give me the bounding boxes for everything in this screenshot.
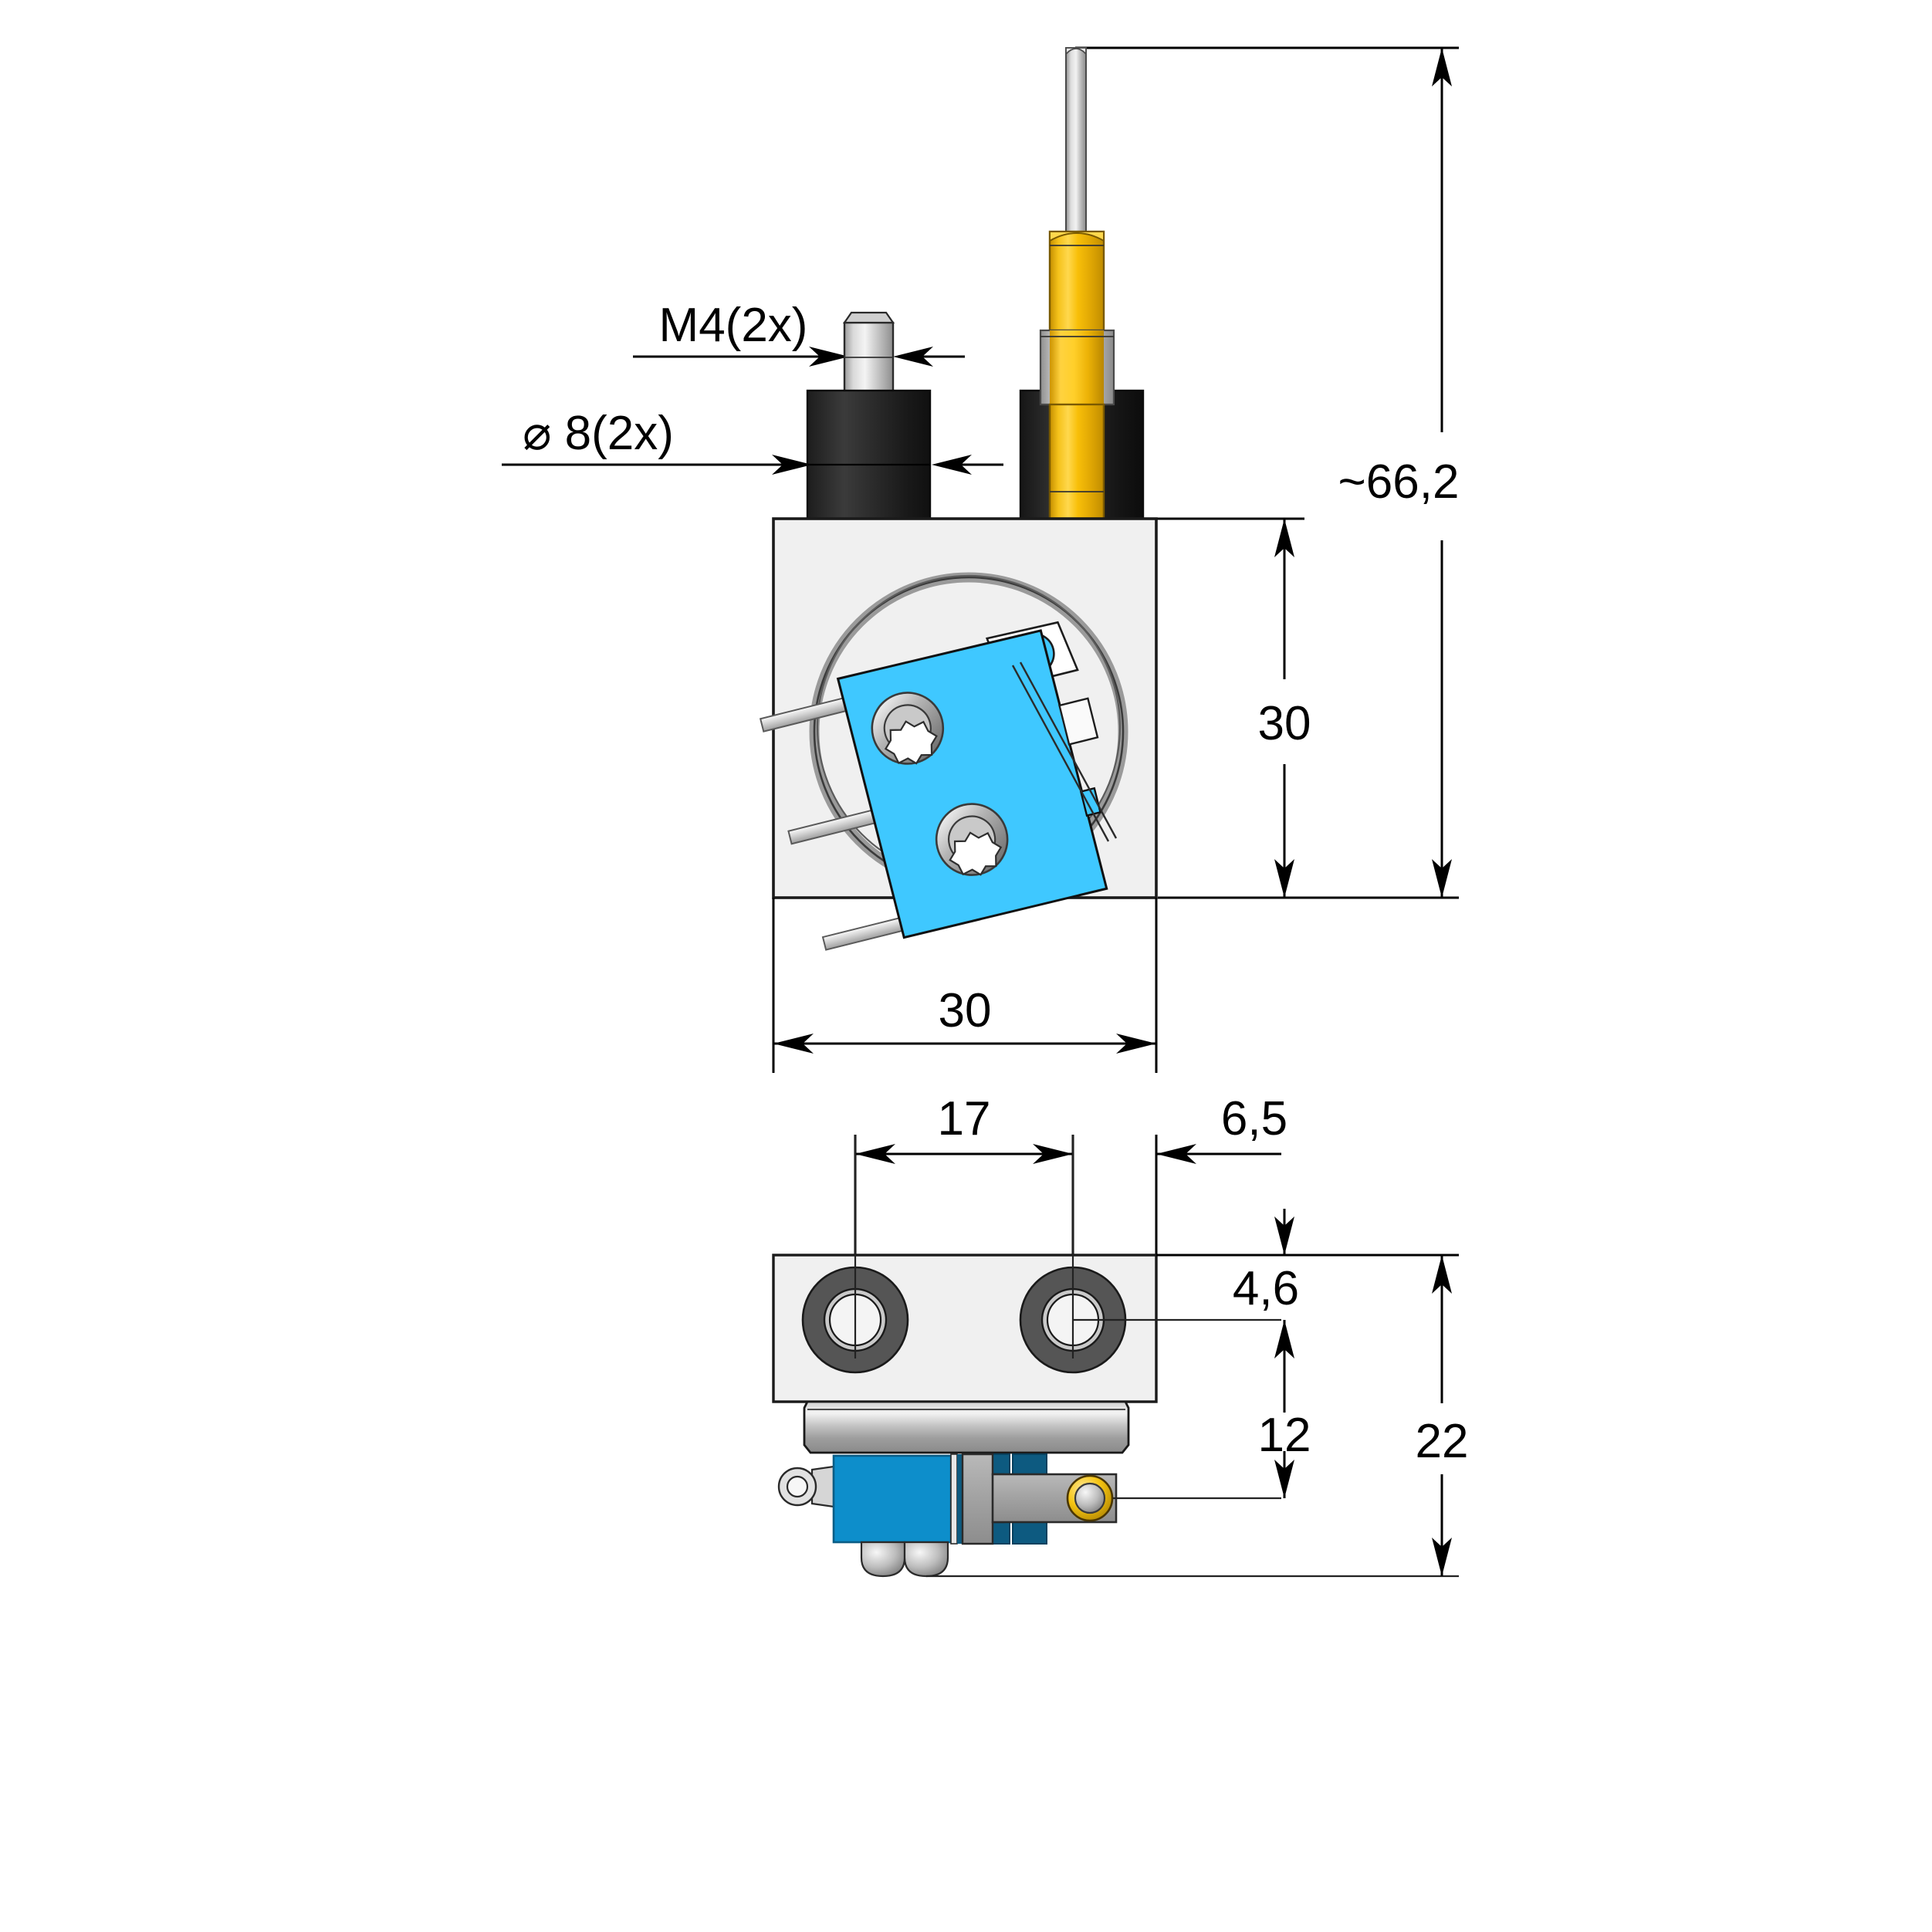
dimension-label-m4: M4(2x) xyxy=(659,299,808,352)
torx-screw-upper xyxy=(871,692,945,765)
dimension-diameter-8: ⌀ 8(2x) xyxy=(502,407,1003,475)
dimension-label-total-thickness: 22 xyxy=(1416,1415,1469,1468)
lever-wire-front xyxy=(1011,661,1118,842)
dimension-hole-depth: 4,6 xyxy=(1220,1209,1306,1358)
dimension-label-block-thickness: 12 xyxy=(1258,1409,1311,1462)
front-view-group: ~66,2 30 M4(2x) xyxy=(502,46,1460,1073)
dimension-plunger-height: 30 xyxy=(1081,517,1311,899)
microswitch-front xyxy=(759,621,1108,951)
lever-roller-gold xyxy=(1066,1474,1114,1522)
microswitch-plan xyxy=(777,1453,1118,1578)
dimension-label-overall-height: ~66,2 xyxy=(1338,455,1460,509)
dimension-label-hole-depth: 4,6 xyxy=(1233,1262,1299,1315)
dimension-body-width: 30 xyxy=(772,898,1158,1073)
terminal-blades xyxy=(759,695,915,951)
bushing-left xyxy=(806,389,932,522)
switch-body-blue xyxy=(832,1454,952,1544)
switch-eyelet-tab xyxy=(777,1465,835,1508)
dimension-label-dia8: ⌀ 8(2x) xyxy=(523,407,674,460)
dimension-label-edge-offset: 6,5 xyxy=(1221,1092,1287,1145)
dimension-m4-thread: M4(2x) xyxy=(633,299,965,367)
switch-actuator-nub xyxy=(1058,697,1099,746)
dimension-total-thickness: 22 xyxy=(1416,1255,1469,1576)
dimension-label-body-width: 30 xyxy=(939,984,992,1037)
torx-screw-lower xyxy=(935,803,1009,876)
dimension-block-thickness: 12 xyxy=(1258,1320,1311,1498)
dimension-label-plunger-height: 30 xyxy=(1258,697,1311,750)
switch-bottom-pins xyxy=(860,1541,949,1578)
plan-view-group: 17 6,5 xyxy=(772,1092,1469,1578)
clamp-ring-plan xyxy=(803,1400,1130,1454)
dimension-label-hole-spacing: 17 xyxy=(938,1092,991,1145)
